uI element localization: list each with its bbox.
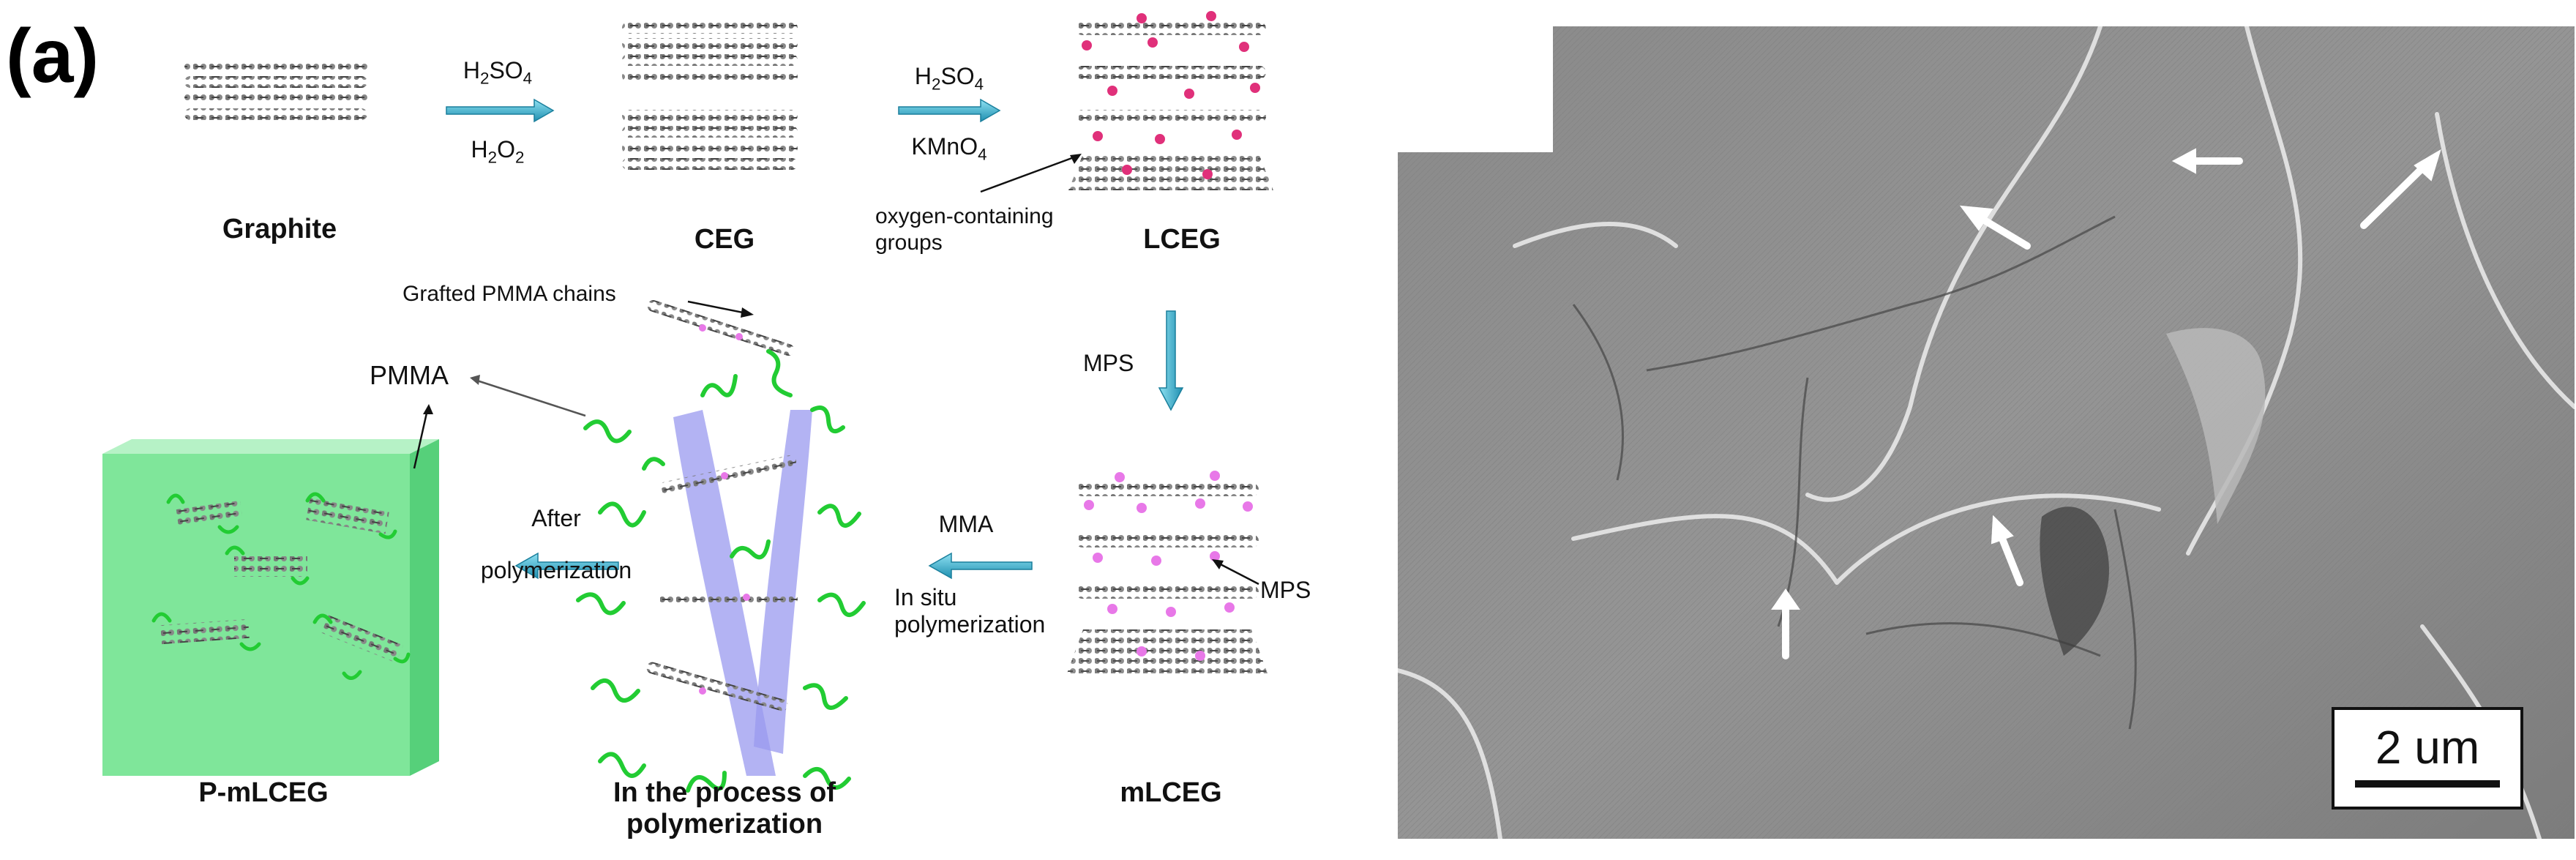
arrow-ceg-to-lceg <box>898 98 1001 123</box>
mps-pointer-line <box>1216 561 1259 586</box>
lceg-illustration <box>1068 11 1273 190</box>
pmlceg-cube-illustration <box>102 439 439 776</box>
ceg-illustration <box>622 22 798 170</box>
annotation-oxygen-line1: oxygen-containing <box>875 204 1054 228</box>
annotation-oxygen-groups: oxygen-containing groups <box>875 203 1080 256</box>
annotation-mps-pointer: MPS <box>1260 577 1311 603</box>
reagent-h2o2: H2O2 <box>471 136 525 167</box>
reagent-kmno4: KMnO4 <box>911 133 987 164</box>
grafted-pointer-line <box>687 300 747 315</box>
synthesis-diagram <box>102 11 1273 793</box>
reagent-insitu-line1: In situ <box>894 584 957 610</box>
reagent-after-line1: After <box>531 505 581 531</box>
annotation-grafted-chains: Grafted PMMA chains <box>402 282 616 306</box>
pmma-cube-pointer-head <box>423 404 433 414</box>
oxygen-pointer-line <box>980 155 1077 193</box>
stage-label-graphite: Graphite <box>222 214 337 244</box>
annotation-oxygen-line2: groups <box>875 231 943 255</box>
reagent-h2so4-second: H2SO4 <box>914 63 984 94</box>
stage-label-process-line2: polymerization <box>626 809 823 840</box>
scale-bar-line <box>2355 780 2500 788</box>
graphite-illustration <box>184 60 367 120</box>
stage-label-lceg: LCEG <box>1143 224 1221 255</box>
reagent-mps: MPS <box>1083 350 1134 376</box>
sem-micrograph: 2 um <box>1398 26 2575 839</box>
stage-label-process-line1: In the process of <box>613 777 836 808</box>
reagent-mma: MMA <box>938 511 994 537</box>
polymerization-process-illustration <box>576 300 866 793</box>
reagent-after: After polymerization <box>468 505 644 584</box>
sem-surface <box>1398 26 2575 839</box>
stage-label-ceg: CEG <box>694 224 755 255</box>
mps-pointer-head <box>1212 559 1224 569</box>
mlceg-illustration <box>1067 471 1268 673</box>
reagent-insitu-line2: polymerization <box>894 610 1046 637</box>
scale-bar-label: 2 um <box>2375 721 2480 774</box>
scale-bar: 2 um <box>2332 707 2523 809</box>
stage-label-pmlceg: P-mLCEG <box>198 777 329 808</box>
arrow-graphite-to-ceg <box>446 98 555 123</box>
stage-label-mlceg: mLCEG <box>1120 777 1222 808</box>
stage-label-process: In the process of polymerization <box>556 777 893 840</box>
pmma-cube-pointer-line <box>413 409 429 469</box>
annotation-pmma: PMMA <box>370 360 449 390</box>
grafted-pointer-head <box>741 307 754 318</box>
arrow-process-to-pmlceg <box>514 552 619 580</box>
panel-a-label: (a) <box>6 14 100 99</box>
reagent-insitu: In situ polymerization <box>894 584 1070 638</box>
reagent-h2so4-first: H2SO4 <box>463 57 533 88</box>
reagent-after-line2: polymerization <box>480 556 632 583</box>
oxygen-pointer-head <box>1070 154 1082 164</box>
pmma-pointer-head <box>470 375 480 385</box>
arrow-lceg-to-mlceg <box>1158 310 1184 411</box>
pmma-pointer-line <box>476 379 586 417</box>
arrow-mlceg-to-process <box>928 552 1033 580</box>
